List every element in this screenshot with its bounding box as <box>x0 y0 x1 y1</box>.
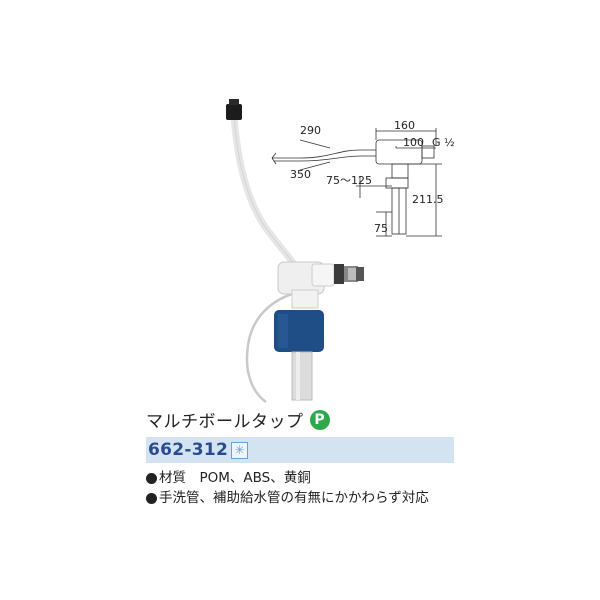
dim-75-125: 75～125 <box>326 174 372 187</box>
dim-160: 160 <box>394 119 415 132</box>
spec-compatibility: 手洗管、補助給水管の有無にかかわらず対応 <box>146 488 429 508</box>
spec-text: 手洗管、補助給水管の有無にかかわらず対応 <box>159 490 429 506</box>
bullet-icon <box>146 492 157 504</box>
spec-list: 材質 POM、ABS、黄銅 手洗管、補助給水管の有無にかかわらず対応 <box>146 468 429 508</box>
dim-350: 350 <box>290 168 311 181</box>
product-code-bar: 662-312 ✳ <box>146 437 454 463</box>
dim-100: 100 <box>403 136 424 149</box>
dim-thread: G ½ <box>432 136 455 149</box>
title-row: マルチボールタップ P <box>146 407 330 432</box>
dim-290: 290 <box>300 124 321 137</box>
spec-material: 材質 POM、ABS、黄銅 <box>146 468 429 488</box>
p-badge-icon: P <box>309 409 330 430</box>
spec-text: 材質 POM、ABS、黄銅 <box>159 470 311 486</box>
bullet-icon <box>146 472 157 484</box>
dim-75: 75 <box>374 222 388 235</box>
product-name: マルチボールタップ <box>146 412 304 432</box>
product-code: 662-312 <box>148 440 229 460</box>
snowflake-icon: ✳ <box>231 441 249 459</box>
dim-211-5: 211.5 <box>412 193 444 206</box>
